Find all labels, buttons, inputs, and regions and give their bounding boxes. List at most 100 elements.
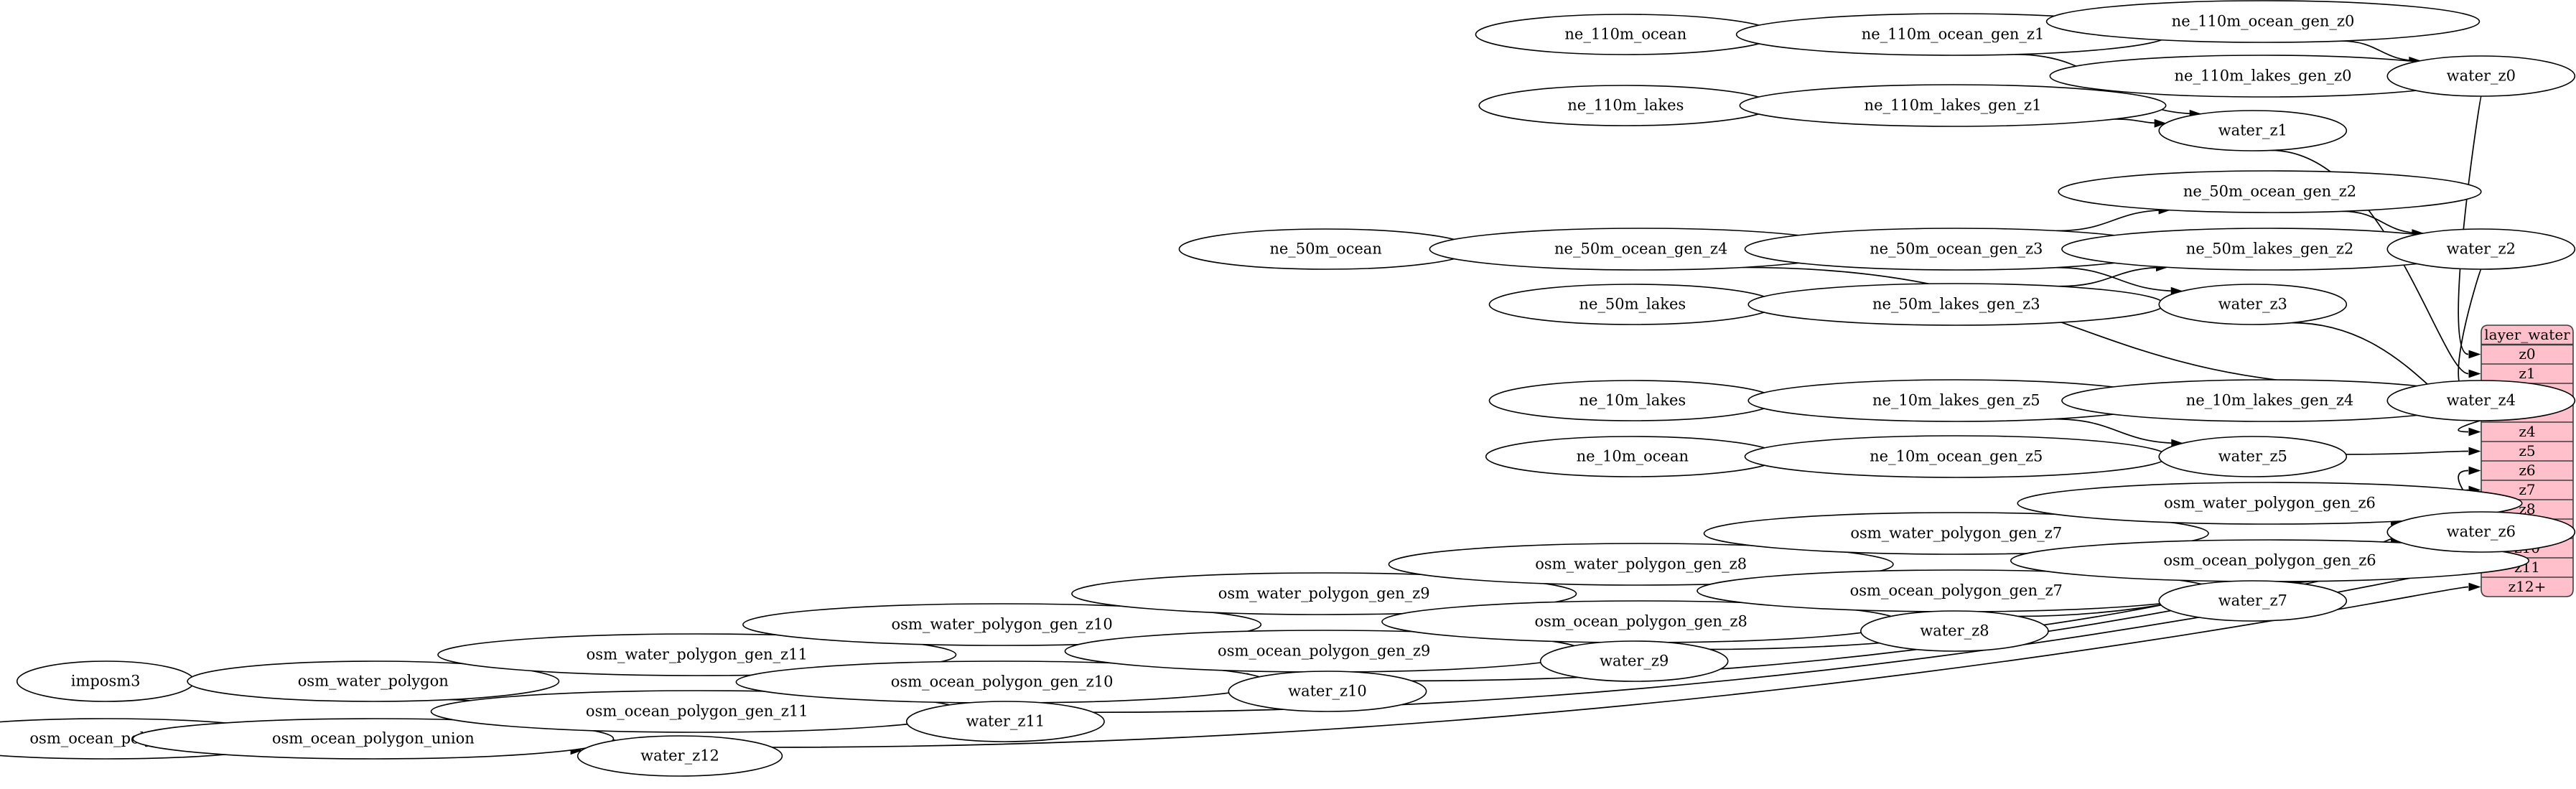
- graph-node-water_z8[interactable]: water_z8: [1860, 610, 2049, 652]
- node-ellipse: [1071, 572, 1577, 615]
- node-ellipse: [2158, 580, 2348, 622]
- node-ellipse: [1388, 543, 1894, 586]
- graph-edge: [2056, 209, 2170, 232]
- edge-arrowhead: [2468, 369, 2481, 378]
- node-ellipse: [742, 603, 1262, 646]
- node-ellipse: [2386, 228, 2576, 270]
- graph-node-osm_water_polygon_gen_z8[interactable]: osm_water_polygon_gen_z8: [1388, 543, 1894, 586]
- table-row-z12+[interactable]: z12+: [2509, 578, 2547, 595]
- graph-node-ne_50m_ocean[interactable]: ne_50m_ocean: [1178, 228, 1473, 270]
- graph-node-water_z6[interactable]: water_z6: [2386, 511, 2576, 553]
- node-ellipse: [437, 633, 957, 676]
- node-label: water_z0: [2447, 67, 2516, 85]
- graph-node-ne_10m_lakes_gen_z5[interactable]: ne_10m_lakes_gen_z5: [1747, 379, 2165, 422]
- node-label: ne_110m_lakes_gen_z0: [2175, 67, 2352, 85]
- graph-node-ne_10m_lakes_gen_z4[interactable]: ne_10m_lakes_gen_z4: [2061, 379, 2478, 422]
- graph-node-ne_110m_lakes[interactable]: ne_110m_lakes: [1478, 85, 1773, 126]
- graph-node-ne_10m_ocean_gen_z5[interactable]: ne_10m_ocean_gen_z5: [1744, 435, 2168, 478]
- node-label: ne_50m_lakes_gen_z3: [1872, 296, 2040, 313]
- table-row-z1[interactable]: z1: [2519, 365, 2535, 382]
- node-label: osm_ocean_polygon_gen_z8: [1535, 613, 1747, 630]
- node-label: osm_ocean_polygon_gen_z6: [2163, 552, 2376, 569]
- table-row-z4[interactable]: z4: [2519, 423, 2535, 440]
- graph-edge: [2055, 266, 2183, 292]
- node-label: water_z2: [2447, 241, 2516, 258]
- node-ellipse: [577, 735, 783, 777]
- graph-node-ne_50m_ocean_gen_z3[interactable]: ne_50m_ocean_gen_z3: [1744, 228, 2168, 271]
- graph-node-osm_ocean_polygon_gen_z9[interactable]: osm_ocean_polygon_gen_z9: [1064, 630, 1584, 673]
- node-label: ne_50m_ocean_gen_z3: [1870, 241, 2043, 258]
- table-row-z0[interactable]: z0: [2519, 345, 2535, 363]
- node-label: ne_110m_ocean_gen_z1: [1862, 26, 2045, 43]
- graph-node-water_z11[interactable]: water_z11: [905, 701, 1105, 742]
- node-label: ne_10m_lakes_gen_z5: [1872, 392, 2040, 409]
- graph-node-ne_50m_lakes[interactable]: ne_50m_lakes: [1488, 284, 1776, 325]
- graph-node-water_z5[interactable]: water_z5: [2158, 436, 2348, 477]
- graph-node-osm_water_polygon_gen_z9[interactable]: osm_water_polygon_gen_z9: [1071, 572, 1577, 615]
- graph-node-ne_50m_ocean_gen_z4[interactable]: ne_50m_ocean_gen_z4: [1429, 228, 1853, 271]
- node-label: osm_water_polygon_gen_z10: [892, 616, 1113, 633]
- graph-node-osm_water_polygon_gen_z11[interactable]: osm_water_polygon_gen_z11: [437, 633, 957, 676]
- graph-node-ne_10m_lakes[interactable]: ne_10m_lakes: [1488, 380, 1776, 421]
- node-label: ne_50m_ocean: [1269, 241, 1381, 258]
- graph-edge: [2341, 210, 2423, 234]
- graph-node-osm_ocean_polygon_gen_z10[interactable]: osm_ocean_polygon_gen_z10: [735, 660, 1269, 704]
- node-label: osm_ocean_polygon_gen_z11: [586, 703, 808, 720]
- graph-node-ne_50m_ocean_gen_z2[interactable]: ne_50m_ocean_gen_z2: [2058, 170, 2482, 213]
- graph-edge-to-table: [2458, 95, 2482, 355]
- node-label: water_z4: [2447, 392, 2516, 409]
- node-label: osm_water_polygon_gen_z7: [1850, 525, 2062, 542]
- node-label: osm_water_polygon_gen_z6: [2164, 495, 2376, 512]
- graph-node-water_z1[interactable]: water_z1: [2158, 110, 2348, 151]
- graph-node-water_z2[interactable]: water_z2: [2386, 228, 2576, 270]
- table-row-z5[interactable]: z5: [2519, 442, 2535, 459]
- node-label: osm_ocean_polygon_gen_z9: [1218, 643, 1430, 660]
- graph-node-water_z7[interactable]: water_z7: [2158, 580, 2348, 622]
- node-ellipse: [2017, 482, 2523, 525]
- graph-node-water_z0[interactable]: water_z0: [2386, 55, 2576, 97]
- node-ellipse: [1228, 671, 1427, 712]
- table-row-z6[interactable]: z6: [2519, 462, 2535, 479]
- node-ellipse: [132, 718, 615, 760]
- graph-node-ne_110m_ocean[interactable]: ne_110m_ocean: [1475, 14, 1776, 55]
- graph-edge: [2341, 40, 2420, 62]
- node-label: ne_50m_ocean_gen_z2: [2183, 183, 2356, 200]
- graph-node-osm_water_polygon_gen_z10[interactable]: osm_water_polygon_gen_z10: [742, 603, 1262, 646]
- graph-node-osm_ocean_polygon_gen_z7[interactable]: osm_ocean_polygon_gen_z7: [1697, 569, 2216, 612]
- graph-node-water_z12[interactable]: water_z12: [577, 735, 783, 777]
- node-label: water_z10: [1288, 683, 1367, 700]
- node-label: osm_water_polygon_gen_z8: [1535, 556, 1747, 573]
- graph-node-osm_ocean_polygon_gen_z11[interactable]: osm_ocean_polygon_gen_z11: [430, 690, 963, 733]
- graph-node-ne_50m_lakes_gen_z2[interactable]: ne_50m_lakes_gen_z2: [2061, 228, 2478, 271]
- graph-node-water_z3[interactable]: water_z3: [2158, 284, 2348, 325]
- node-ellipse: [2386, 380, 2576, 421]
- edge-arrowhead: [2468, 466, 2481, 475]
- graph-node-osm_ocean_polygon_union[interactable]: osm_ocean_polygon_union: [132, 718, 615, 760]
- graph-node-ne_50m_lakes_gen_z3[interactable]: ne_50m_lakes_gen_z3: [1747, 283, 2165, 326]
- graph-node-ne_10m_ocean[interactable]: ne_10m_ocean: [1485, 436, 1780, 477]
- graph-node-water_z9[interactable]: water_z9: [1539, 640, 1729, 682]
- graph-node-osm_water_polygon[interactable]: osm_water_polygon: [187, 660, 560, 702]
- graph-node-ne_110m_lakes_gen_z0[interactable]: ne_110m_lakes_gen_z0: [2049, 55, 2477, 98]
- node-ellipse: [2386, 511, 2576, 553]
- table-row-z7[interactable]: z7: [2519, 481, 2535, 498]
- node-label: osm_water_polygon_gen_z9: [1218, 585, 1430, 602]
- graph-edge-to-table: [2346, 450, 2469, 455]
- graph-node-osm_water_polygon_gen_z6[interactable]: osm_water_polygon_gen_z6: [2017, 482, 2523, 525]
- edge-arrowhead: [2468, 427, 2481, 436]
- node-ellipse: [2158, 110, 2348, 151]
- graph-node-osm_water_polygon_gen_z7[interactable]: osm_water_polygon_gen_z7: [1703, 512, 2209, 555]
- graph-node-ne_110m_lakes_gen_z1[interactable]: ne_110m_lakes_gen_z1: [1739, 84, 2167, 127]
- node-ellipse: [2045, 0, 2481, 43]
- node-label: osm_water_polygon_gen_z11: [587, 646, 808, 663]
- graph-node-ne_110m_ocean_gen_z0[interactable]: ne_110m_ocean_gen_z0: [2045, 0, 2481, 43]
- graph-node-imposm3[interactable]: imposm3: [16, 660, 195, 702]
- graph-node-osm_ocean_polygon_gen_z6[interactable]: osm_ocean_polygon_gen_z6: [2010, 539, 2530, 582]
- graph-node-water_z10[interactable]: water_z10: [1228, 671, 1427, 712]
- table-row-z8[interactable]: z8: [2519, 500, 2535, 518]
- node-label: water_z8: [1920, 622, 1989, 640]
- graph-node-water_z4[interactable]: water_z4: [2386, 380, 2576, 421]
